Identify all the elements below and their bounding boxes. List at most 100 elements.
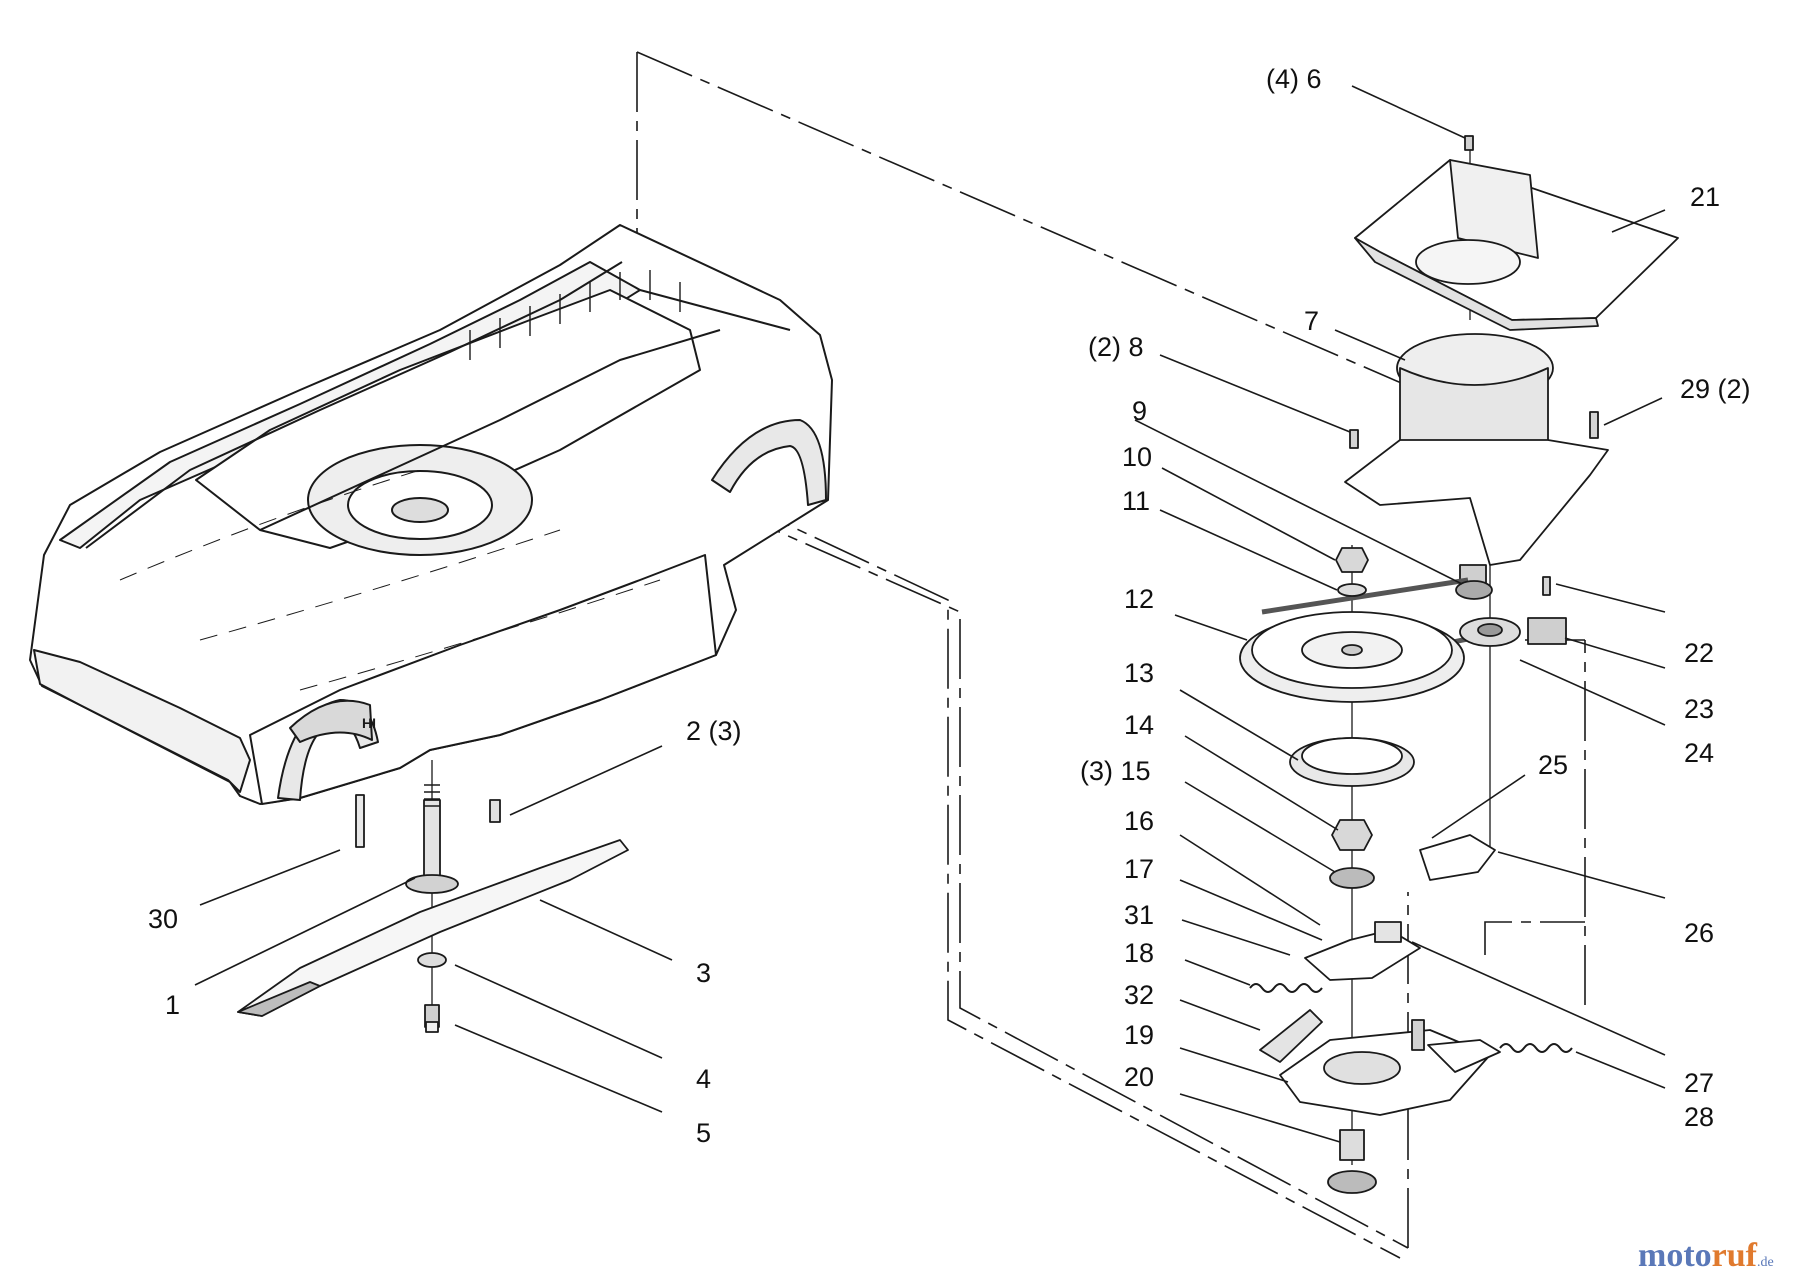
idler-pulley-hub: [1477, 623, 1503, 637]
callout-16: 16: [1124, 806, 1154, 836]
deck-rail-left: [85, 261, 623, 549]
leader-7: [1334, 329, 1406, 361]
pulley-hub-plate-top: [1301, 737, 1403, 775]
watermark: motoruf.de: [1638, 1237, 1774, 1274]
surface-line: [299, 579, 661, 691]
brake-plate-bore: [1323, 1051, 1401, 1085]
leader-30: [199, 849, 341, 906]
leader-23: [1564, 637, 1666, 669]
leader-19: [1179, 1047, 1289, 1083]
leader-14: [1184, 735, 1339, 831]
callout-10: 10: [1122, 442, 1152, 472]
leader-9: [1134, 419, 1463, 585]
callout-26: 26: [1684, 918, 1714, 948]
leader-17: [1179, 879, 1323, 941]
mower-deck: HI: [29, 224, 833, 805]
callout-12: 12: [1124, 584, 1154, 614]
leader-18: [1184, 959, 1251, 986]
leader-lines: [194, 85, 1666, 1143]
leader-4: [454, 964, 663, 1059]
leader-22: [1555, 583, 1666, 613]
deck-front-skirt: [33, 649, 251, 793]
leader-10: [1161, 467, 1336, 561]
guide-line-diagonal: [636, 51, 1483, 419]
leader-15: [1184, 781, 1336, 873]
pulley-assembly: [1239, 547, 1567, 889]
deck-surface-lines: [119, 469, 661, 691]
deck-height-adjuster: [289, 699, 373, 743]
deck-rear-edge: [639, 289, 791, 331]
leader-11: [1159, 509, 1338, 591]
deck-wheel-arch-rear: [711, 419, 827, 506]
mount-screw-lower: [1542, 576, 1551, 596]
watermark-brand-b: ruf: [1712, 1237, 1758, 1274]
deck-screw-left: [355, 794, 365, 848]
callout-7: 7: [1304, 306, 1319, 336]
watermark-brand-a: moto: [1638, 1237, 1712, 1274]
brake-bushing: [1339, 1129, 1365, 1161]
motor-cover-switch: [1449, 159, 1539, 259]
callout-30: 30: [148, 904, 178, 934]
large-pulley-bore: [1341, 644, 1363, 656]
deck-ribs: [469, 270, 681, 360]
guide-line-bracket: [1484, 921, 1585, 955]
motor-mount-plate: [1344, 439, 1609, 566]
callout-19: 19: [1124, 1020, 1154, 1050]
leader-16: [1179, 834, 1321, 926]
leader-8: [1159, 354, 1351, 433]
blade-washer: [417, 952, 447, 968]
blade-assembly: [237, 784, 629, 1033]
bearing-lower: [1327, 1170, 1377, 1194]
spindle-shaft: [423, 799, 441, 883]
bearing-upper: [1329, 867, 1375, 889]
pulley-washer-top: [1337, 583, 1367, 597]
callout-23: 23: [1684, 694, 1714, 724]
callout-29: 29 (2): [1680, 374, 1751, 404]
leader-28: [1575, 1051, 1666, 1089]
pulley-nut-top: [1335, 547, 1369, 573]
callout-labels: 1 2 (3) 3 4 5 (4) 6 7 (2) 8 9 10 11 12 1…: [148, 64, 1751, 1148]
callout-17: 17: [1124, 854, 1154, 884]
cover-screw: [1464, 135, 1474, 151]
motor-cover-opening: [1415, 239, 1521, 285]
blade-bolt-threads: [425, 1021, 439, 1033]
leader-24: [1519, 659, 1666, 726]
guide-line-lower-a: [724, 507, 1409, 1249]
callout-14: 14: [1124, 710, 1154, 740]
leader-13: [1179, 689, 1299, 761]
brake-assembly: [1249, 834, 1573, 1194]
surface-line: [199, 529, 561, 641]
callout-15: (3) 15: [1080, 756, 1151, 786]
motor-assembly: [1344, 135, 1679, 596]
leader-32: [1179, 999, 1261, 1031]
callout-5: 5: [696, 1118, 711, 1148]
motor-cover-lip: [1354, 237, 1599, 331]
callout-8: (2) 8: [1088, 332, 1144, 362]
watermark-text: motoruf.de: [1638, 1237, 1774, 1274]
motor-pulley: [1455, 580, 1493, 600]
brake-pivot: [1411, 1019, 1425, 1051]
guide-line-lower-b: [734, 499, 1401, 1259]
callout-22: 22: [1684, 638, 1714, 668]
callout-6: (4) 6: [1266, 64, 1322, 94]
leader-21: [1611, 209, 1666, 233]
switch-tab: [1374, 921, 1402, 943]
callout-27: 27: [1684, 1068, 1714, 1098]
leader-12: [1174, 614, 1248, 641]
callout-1: 1: [165, 990, 180, 1020]
leader-27: [1411, 941, 1666, 1056]
mount-screw-right: [1589, 411, 1599, 439]
callout-20: 20: [1124, 1062, 1154, 1092]
watermark-tld: .de: [1757, 1255, 1774, 1270]
leader-1: [194, 877, 416, 986]
brake-shoe: [1259, 1009, 1323, 1063]
brake-lever: [1304, 929, 1421, 981]
brake-arm: [1427, 1039, 1501, 1073]
cutting-blade-edge: [237, 981, 321, 1017]
switch-actuator: [1419, 834, 1496, 881]
callout-18: 18: [1124, 938, 1154, 968]
surface-line: [119, 469, 421, 581]
callout-21: 21: [1690, 182, 1720, 212]
